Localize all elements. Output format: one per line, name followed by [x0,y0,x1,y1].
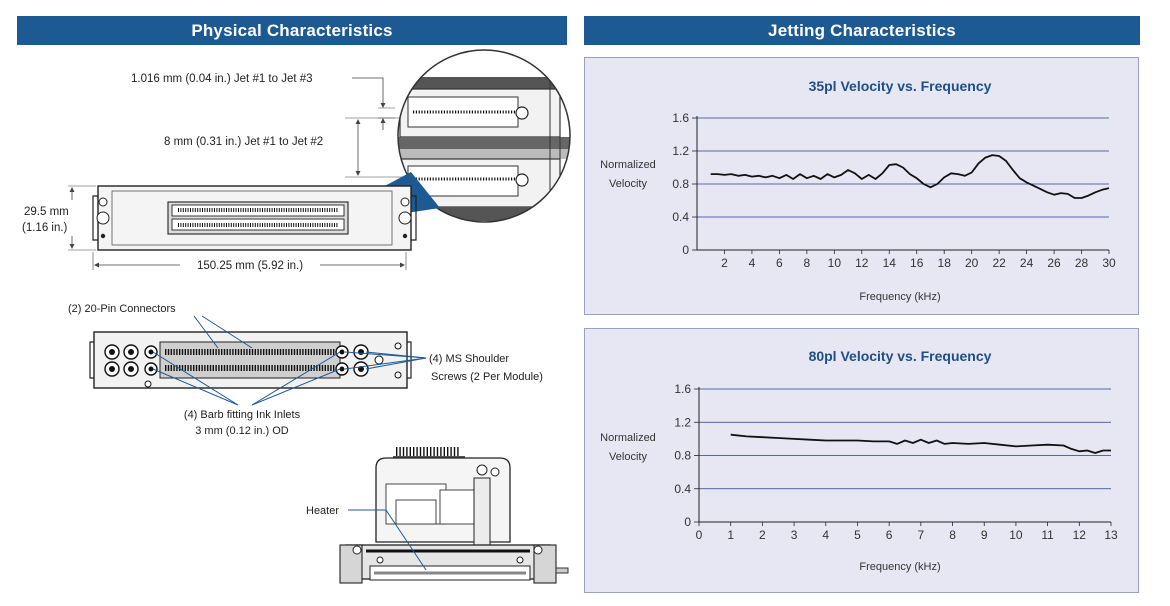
height-mm-label: 29.5 mm [24,206,69,218]
x-tick-label: 4 [822,528,829,542]
printhead-back-view [89,331,412,389]
x-tick-label: 24 [1020,256,1034,270]
y-tick-label: 1.2 [674,415,691,429]
y-tick-label: 0.4 [672,210,689,224]
x-tick-label: 8 [949,528,956,542]
chart-panel-35pl: 35pl Velocity vs. Frequency Normalized V… [584,57,1139,315]
inlets-label-2: 3 mm (0.12 in.) OD [195,425,289,437]
connectors-label: (2) 20-Pin Connectors [68,303,176,315]
y-tick-label: 1.2 [672,144,689,158]
y-axis-label-line2: Velocity [609,178,647,190]
magnified-nozzle-view [398,50,570,222]
x-tick-label: 16 [910,256,924,270]
x-tick-label: 28 [1075,256,1089,270]
jetting-characteristics-header: Jetting Characteristics [584,16,1140,45]
x-tick-label: 1 [727,528,734,542]
y-tick-label: 0.4 [674,482,691,496]
x-tick-label: 12 [855,256,869,270]
x-tick-label: 12 [1073,528,1087,542]
y-axis-label-line2: Velocity [609,451,647,463]
inlets-label-1: (4) Barb fitting Ink Inlets [184,409,301,421]
y-tick-label: 0 [682,243,689,257]
height-in-label: (1.16 in.) [22,222,68,234]
x-tick-label: 10 [828,256,842,270]
x-tick-label: 20 [965,256,979,270]
chart-35pl: 35pl Velocity vs. Frequency Normalized V… [600,78,1116,303]
x-tick-label: 18 [938,256,952,270]
jet1-jet3-leader [352,77,384,103]
x-tick-label: 4 [749,256,756,270]
chart-panel-80pl: 80pl Velocity vs. Frequency Normalized V… [584,328,1139,593]
y-tick-label: 0.8 [674,449,691,463]
jet1-jet2-label: 8 mm (0.31 in.) Jet #1 to Jet #2 [164,136,323,148]
physical-diagram: 1.016 mm (0.04 in.) Jet #1 to Jet #3 8 m… [22,49,571,584]
x-tick-label: 26 [1047,256,1061,270]
screws-label-2: Screws (2 Per Module) [431,371,543,383]
x-tick-label: 6 [886,528,893,542]
x-tick-label: 6 [776,256,783,270]
x-tick-label: 2 [721,256,728,270]
x-tick-label: 7 [918,528,925,542]
x-tick-label: 13 [1104,528,1118,542]
y-tick-label: 1.6 [672,111,689,125]
printhead-top-view [92,185,417,251]
y-axis-label-line1: Normalized [600,432,656,444]
chart-80pl: 80pl Velocity vs. Frequency Normalized V… [600,348,1118,573]
x-axis-label: Frequency (kHz) [859,561,940,573]
x-axis-label: Frequency (kHz) [859,291,940,303]
chart-title: 35pl Velocity vs. Frequency [809,78,992,94]
series-line [730,433,1111,454]
x-tick-label: 3 [791,528,798,542]
x-tick-label: 30 [1102,256,1116,270]
physical-characteristics-header: Physical Characteristics [17,16,567,45]
x-tick-label: 9 [981,528,988,542]
x-tick-label: 14 [883,256,897,270]
heater-assembly-view [339,447,569,584]
heater-label: Heater [306,505,339,517]
x-tick-label: 0 [696,528,703,542]
width-label: 150.25 mm (5.92 in.) [197,260,303,272]
y-tick-label: 0 [684,515,691,529]
y-axis-label-line1: Normalized [600,159,656,171]
series-line [710,154,1110,199]
chart-title: 80pl Velocity vs. Frequency [809,348,992,364]
y-tick-label: 0.8 [672,177,689,191]
heater-leader [348,509,427,571]
screws-label-1: (4) MS Shoulder [429,353,509,365]
x-tick-label: 10 [1009,528,1023,542]
x-tick-label: 8 [804,256,811,270]
jet1-jet3-label: 1.016 mm (0.04 in.) Jet #1 to Jet #3 [131,73,313,85]
x-tick-label: 2 [759,528,766,542]
x-tick-label: 11 [1041,528,1054,542]
y-tick-label: 1.6 [674,382,691,396]
x-tick-label: 5 [854,528,861,542]
x-tick-label: 22 [992,256,1006,270]
